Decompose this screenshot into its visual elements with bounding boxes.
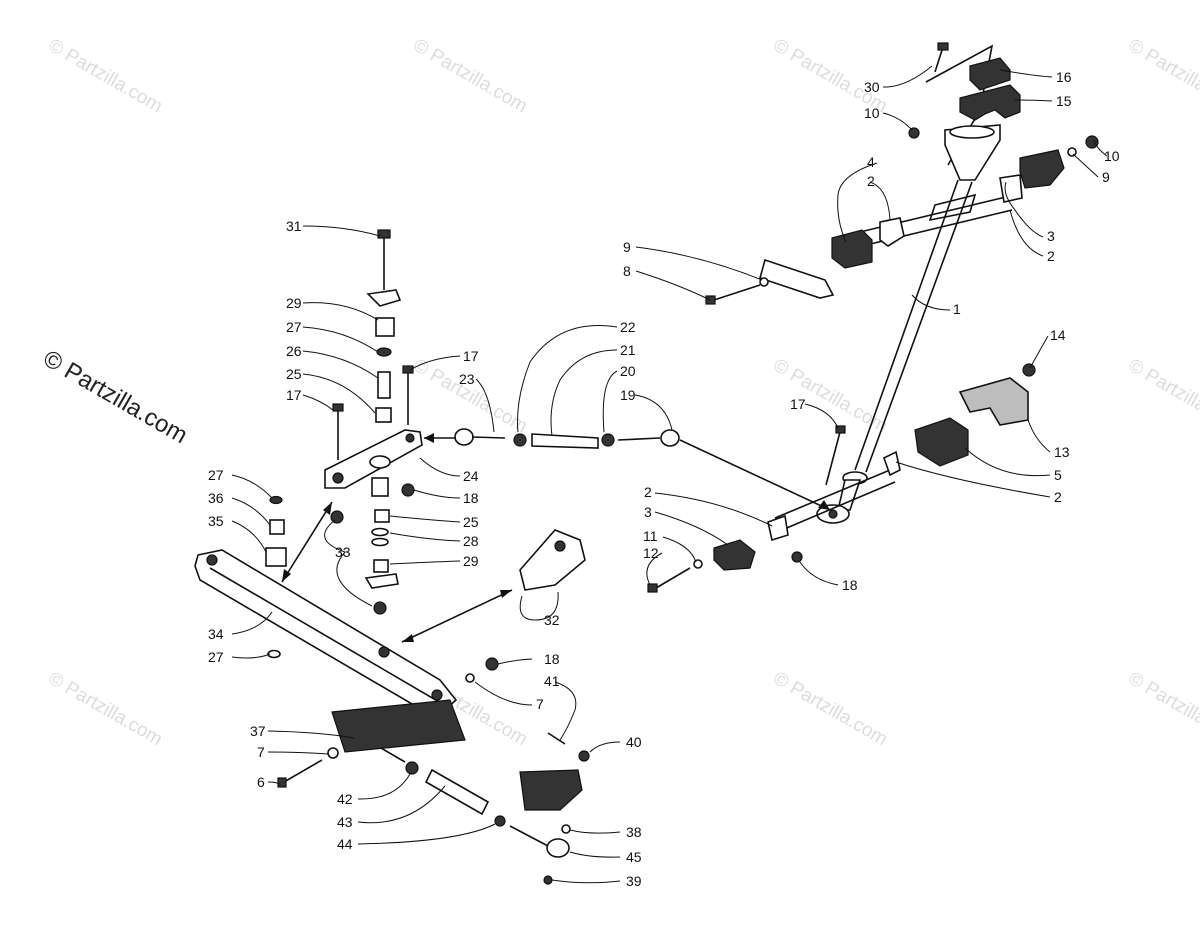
callout-27: 27 [286,319,302,335]
callout-37: 37 [250,723,266,739]
steering-post-assembly [647,42,1099,593]
callout-22: 22 [620,319,636,335]
callout-7: 7 [257,744,265,760]
callout-9: 9 [1102,169,1110,185]
callout-12: 12 [643,545,659,561]
callout-4: 4 [867,154,875,170]
callout-27: 27 [208,649,224,665]
callout-18: 18 [463,490,479,506]
callout-13: 13 [1054,444,1070,460]
callout-19: 19 [620,387,636,403]
callout-44: 44 [337,836,353,852]
callout-6: 6 [257,774,265,790]
callout-34: 34 [208,626,224,642]
callout-29: 29 [463,553,479,569]
callout-3: 3 [1047,228,1055,244]
callout-10: 10 [864,105,880,121]
callout-17: 17 [286,387,302,403]
callout-7: 7 [536,696,544,712]
callout-2: 2 [644,484,652,500]
callout-11: 11 [643,528,658,544]
callout-36: 36 [208,490,224,506]
callout-25: 25 [286,366,302,382]
callout-25: 25 [463,514,479,530]
drag-link-assembly [424,428,831,511]
callout-43: 43 [337,814,353,830]
callout-41: 41 [544,673,560,689]
callout-18: 18 [544,651,560,667]
callout-33: 33 [335,544,351,560]
callout-31: 31 [286,218,302,234]
callout-20: 20 [620,363,636,379]
callout-leaders [231,65,1108,884]
callout-17: 17 [463,348,479,364]
callout-2: 2 [1054,489,1062,505]
callout-labels: 1 2 2 2 2 3 3 4 5 6 7 7 8 9 9 10 10 11 1… [208,69,1120,889]
callout-9: 9 [623,239,631,255]
callout-17: 17 [790,396,806,412]
pitman-arm-assembly [194,229,590,885]
callout-29: 29 [286,295,302,311]
callout-24: 24 [463,468,479,484]
callout-30: 30 [864,79,880,95]
callout-15: 15 [1056,93,1072,109]
callout-40: 40 [626,734,642,750]
callout-10: 10 [1104,148,1120,164]
callout-38: 38 [626,824,642,840]
callout-35: 35 [208,513,224,529]
callout-28: 28 [463,533,479,549]
callout-8: 8 [623,263,631,279]
callout-2: 2 [1047,248,1055,264]
callout-42: 42 [337,791,353,807]
callout-39: 39 [626,873,642,889]
callout-21: 21 [620,342,636,358]
callout-16: 16 [1056,69,1072,85]
callout-26: 26 [286,343,302,359]
callout-3: 3 [644,504,652,520]
callout-18: 18 [842,577,858,593]
callout-45: 45 [626,849,642,865]
callout-2: 2 [867,173,875,189]
callout-23: 23 [459,371,475,387]
callout-32: 32 [544,612,560,628]
callout-14: 14 [1050,327,1066,343]
callout-5: 5 [1054,467,1062,483]
callout-1: 1 [953,301,961,317]
callout-27: 27 [208,467,224,483]
